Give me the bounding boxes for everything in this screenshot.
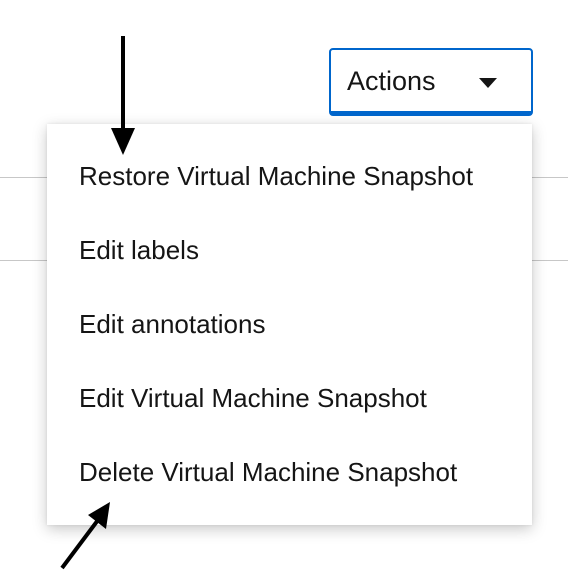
menu-item-delete-snapshot[interactable]: Delete Virtual Machine Snapshot xyxy=(79,456,458,487)
caret-down-icon xyxy=(479,78,497,88)
actions-dropdown-toggle[interactable]: Actions xyxy=(329,48,533,116)
menu-item-edit-snapshot[interactable]: Edit Virtual Machine Snapshot xyxy=(79,382,427,413)
actions-menu: Restore Virtual Machine Snapshot Edit la… xyxy=(47,124,532,525)
actions-label: Actions xyxy=(347,66,436,96)
menu-item-restore-snapshot[interactable]: Restore Virtual Machine Snapshot xyxy=(79,160,474,191)
menu-item-edit-annotations[interactable]: Edit annotations xyxy=(79,308,266,339)
menu-item-edit-labels[interactable]: Edit labels xyxy=(79,234,199,265)
